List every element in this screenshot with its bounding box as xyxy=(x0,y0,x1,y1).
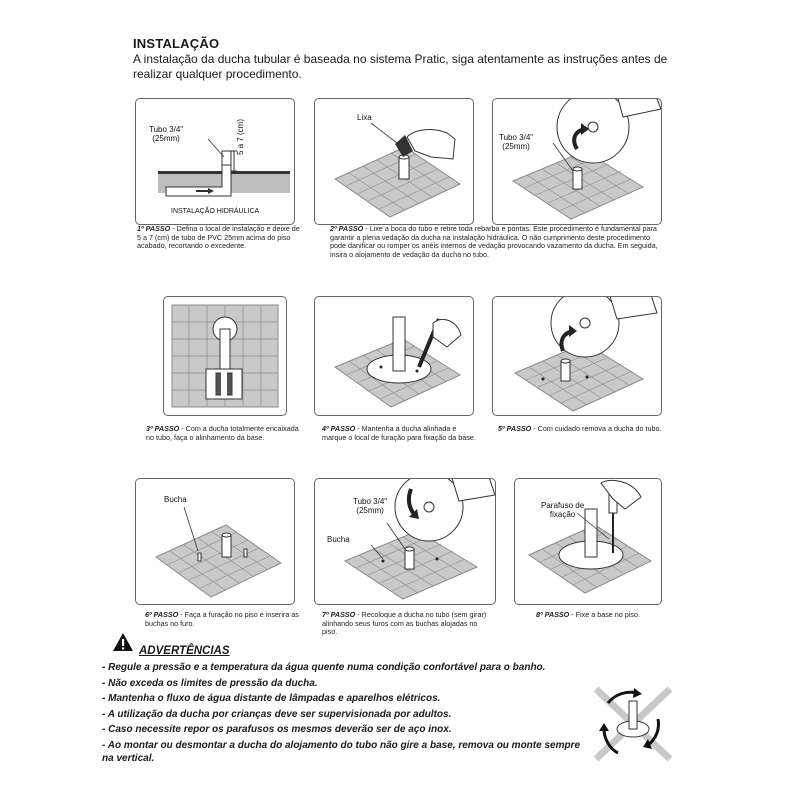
hydraulic-pipe-illustration xyxy=(158,138,290,197)
step-5-caption: 5º PASSO - Com cuidado remova a ducha do… xyxy=(498,424,662,433)
warnings-list: - Regule a pressão e a temperatura da ág… xyxy=(102,660,602,754)
sanding-illustration xyxy=(333,122,462,218)
tube-label: Tubo 3/4"(25mm) xyxy=(353,497,388,515)
hydraulic-label: INSTALAÇÃO HIDRÁULICA xyxy=(171,208,260,215)
warning-item: - Caso necessite repor os parafusos os m… xyxy=(102,724,452,736)
seal-insertion-illustration xyxy=(511,99,661,220)
anchor-label: Bucha xyxy=(327,535,350,544)
step-7-caption: 7º PASSO - Recoloque a ducha no tubo (se… xyxy=(322,610,487,637)
step-2-panel: Lixa xyxy=(314,98,474,225)
warning-item: - Mantenha o fluxo de água distante de l… xyxy=(102,693,441,705)
step-8-caption: 8º PASSO - Fixe a base no piso. xyxy=(536,610,640,619)
step-6-panel: Bucha xyxy=(135,478,295,605)
warning-triangle-icon xyxy=(113,633,133,651)
step-4-panel xyxy=(314,296,474,416)
intro-paragraph: A instalação da ducha tubular é baseada … xyxy=(133,52,668,81)
step-5-panel xyxy=(492,296,662,416)
warning-item-continuation: na vertical. xyxy=(102,753,155,764)
warning-item: - Regule a pressão e a temperatura da ág… xyxy=(102,662,546,673)
step-6-caption: 6º PASSO - Faça a furação no piso e inse… xyxy=(145,610,299,628)
warning-item: - A utilização da ducha por crianças dev… xyxy=(102,708,452,720)
tube-label: Tubo 3/4"(25mm) xyxy=(499,133,534,151)
alignment-illustration xyxy=(171,304,279,408)
step-3-caption: 3º PASSO - Com a ducha totalmente encaix… xyxy=(146,424,299,442)
step-2-caption: 2º PASSO - Lixe a boca do tubo e retire … xyxy=(330,224,658,259)
measure-label: 5 a 7 (cm) xyxy=(236,118,245,155)
step-1-panel: Tubo 3/4"(25mm) 5 a 7 (cm) INSTALAÇÃO HI… xyxy=(135,98,295,225)
step-7-panel: Tubo 3/4"(25mm) Bucha xyxy=(314,478,496,605)
marking-illustration xyxy=(333,316,462,408)
step-2b-panel: Tubo 3/4"(25mm) xyxy=(492,98,662,225)
sandpaper-label: Lixa xyxy=(357,113,372,122)
reinsert-illustration xyxy=(343,479,495,600)
tube-label: Tubo 3/4"(25mm) xyxy=(149,125,184,143)
warning-item: - Não exceda os limites de pressão da du… xyxy=(102,677,318,689)
step-1-caption: 1º PASSO - Defina o local de instalação … xyxy=(137,224,300,251)
anchor-illustration xyxy=(155,506,282,598)
step-4-caption: 4º PASSO - Mantenha a ducha alinhada e m… xyxy=(322,424,476,442)
do-not-rotate-icon xyxy=(593,686,673,762)
warning-item: - Ao montar ou desmontar a ducha do aloj… xyxy=(102,739,581,751)
step-3-panel xyxy=(163,296,287,416)
removal-illustration xyxy=(513,297,658,412)
anchor-label: Bucha xyxy=(164,495,187,504)
screw-fixing-illustration xyxy=(527,479,653,594)
warnings-title: ADVERTÊNCIAS xyxy=(139,645,230,657)
page-title: INSTALAÇÃO xyxy=(133,36,220,51)
